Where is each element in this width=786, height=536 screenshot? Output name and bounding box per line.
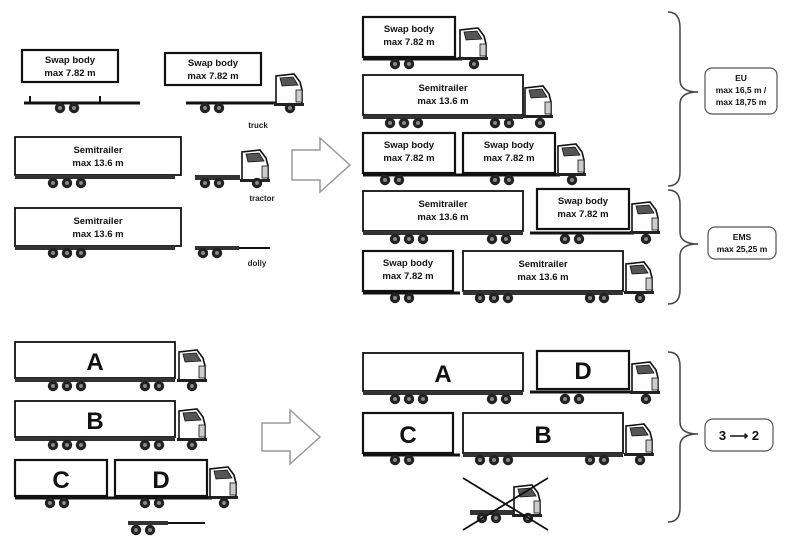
semitrailer-2-label: Semitrailer xyxy=(73,216,122,227)
crossed-out-tractor xyxy=(462,477,549,531)
combo1-label: Swap body xyxy=(384,24,435,35)
brace-conversion xyxy=(667,351,699,523)
left-dolly xyxy=(128,521,205,536)
component-swap-body: Swap body max 7.82 m xyxy=(20,48,140,114)
letter-a-right: A xyxy=(434,361,451,388)
truck-swap-label: Swap body xyxy=(188,58,239,69)
eu-line1: max 16,5 m / xyxy=(716,85,767,95)
semitrailer-1-max: max 13.6 m xyxy=(72,158,123,169)
combo2-max: max 13.6 m xyxy=(417,96,468,107)
ems-title: EMS xyxy=(733,232,752,242)
combo-truck-swap: Swap body max 7.82 m xyxy=(361,15,489,70)
letter-d-left: D xyxy=(152,467,169,494)
ems-line1: max 25,25 m xyxy=(717,244,768,254)
combo3a-max: max 7.82 m xyxy=(383,153,434,164)
note-ems: EMS max 25,25 m xyxy=(707,226,777,260)
truck-caption: truck xyxy=(248,121,268,130)
letter-d-right: D xyxy=(574,358,591,385)
eu-line2: max 18,75 m xyxy=(716,97,767,107)
swap-body-max: max 7.82 m xyxy=(44,68,95,79)
note-conversion: 3 ⟶ 2 xyxy=(704,418,774,452)
eu-title: EU xyxy=(735,73,747,83)
arrow-bottom xyxy=(261,408,322,466)
letter-c-left: C xyxy=(52,467,69,494)
conversion-text: 3 ⟶ 2 xyxy=(719,428,759,443)
left-vehicle-b: B xyxy=(14,400,208,451)
combo5b-max: max 13.6 m xyxy=(517,272,568,283)
combo1-max: max 7.82 m xyxy=(383,37,434,48)
right-combo-cb: C B xyxy=(361,411,655,466)
combo-swap-semitrailer: Swap body max 7.82 m Semitrailer max 13.… xyxy=(361,249,655,304)
dolly-caption: dolly xyxy=(248,259,267,268)
combo4a-max: max 13.6 m xyxy=(417,212,468,223)
semitrailer-2-max: max 13.6 m xyxy=(72,229,123,240)
arrow-top xyxy=(291,136,352,194)
note-eu: EU max 16,5 m / max 18,75 m xyxy=(704,67,778,115)
combo3a-label: Swap body xyxy=(384,140,435,151)
letter-b-right: B xyxy=(534,422,551,449)
component-dolly: dolly xyxy=(195,246,270,268)
truck-swap-max: max 7.82 m xyxy=(187,71,238,82)
combo3b-max: max 7.82 m xyxy=(483,153,534,164)
swap-body-label: Swap body xyxy=(45,55,96,66)
letter-b-left: B xyxy=(86,408,103,435)
combo5a-label: Swap body xyxy=(383,258,434,269)
letter-a-left: A xyxy=(86,349,103,376)
combo4b-label: Swap body xyxy=(558,196,609,207)
tractor-caption: tractor xyxy=(249,194,274,203)
combo4b-max: max 7.82 m xyxy=(557,209,608,220)
component-semitrailer-1: Semitrailer max 13.6 m xyxy=(14,136,182,189)
component-tractor: tractor xyxy=(195,149,275,203)
letter-c-right: C xyxy=(399,422,416,449)
right-combo-ad: A D xyxy=(362,349,661,405)
combo2-label: Semitrailer xyxy=(418,83,467,94)
combo5a-max: max 7.82 m xyxy=(382,271,433,282)
component-truck: Swap body max 7.82 m truck xyxy=(163,51,305,130)
combo-semitrailer-swap: Semitrailer max 13.6 m Swap body max 7.8… xyxy=(362,187,661,245)
combo3b-label: Swap body xyxy=(484,140,535,151)
component-semitrailer-2: Semitrailer max 13.6 m xyxy=(14,207,182,259)
combo5b-label: Semitrailer xyxy=(518,259,567,270)
semitrailer-1-label: Semitrailer xyxy=(73,145,122,156)
combo-truck-swap-swap: Swap body max 7.82 m Swap body max 7.82 … xyxy=(361,131,587,186)
combo-tractor-semitrailer: Semitrailer max 13.6 m xyxy=(362,74,554,129)
left-vehicle-cd: C D xyxy=(13,458,239,509)
left-vehicle-a: A xyxy=(14,341,208,392)
brace-eu xyxy=(667,11,699,187)
brace-ems xyxy=(667,189,699,305)
combo4a-label: Semitrailer xyxy=(418,199,467,210)
